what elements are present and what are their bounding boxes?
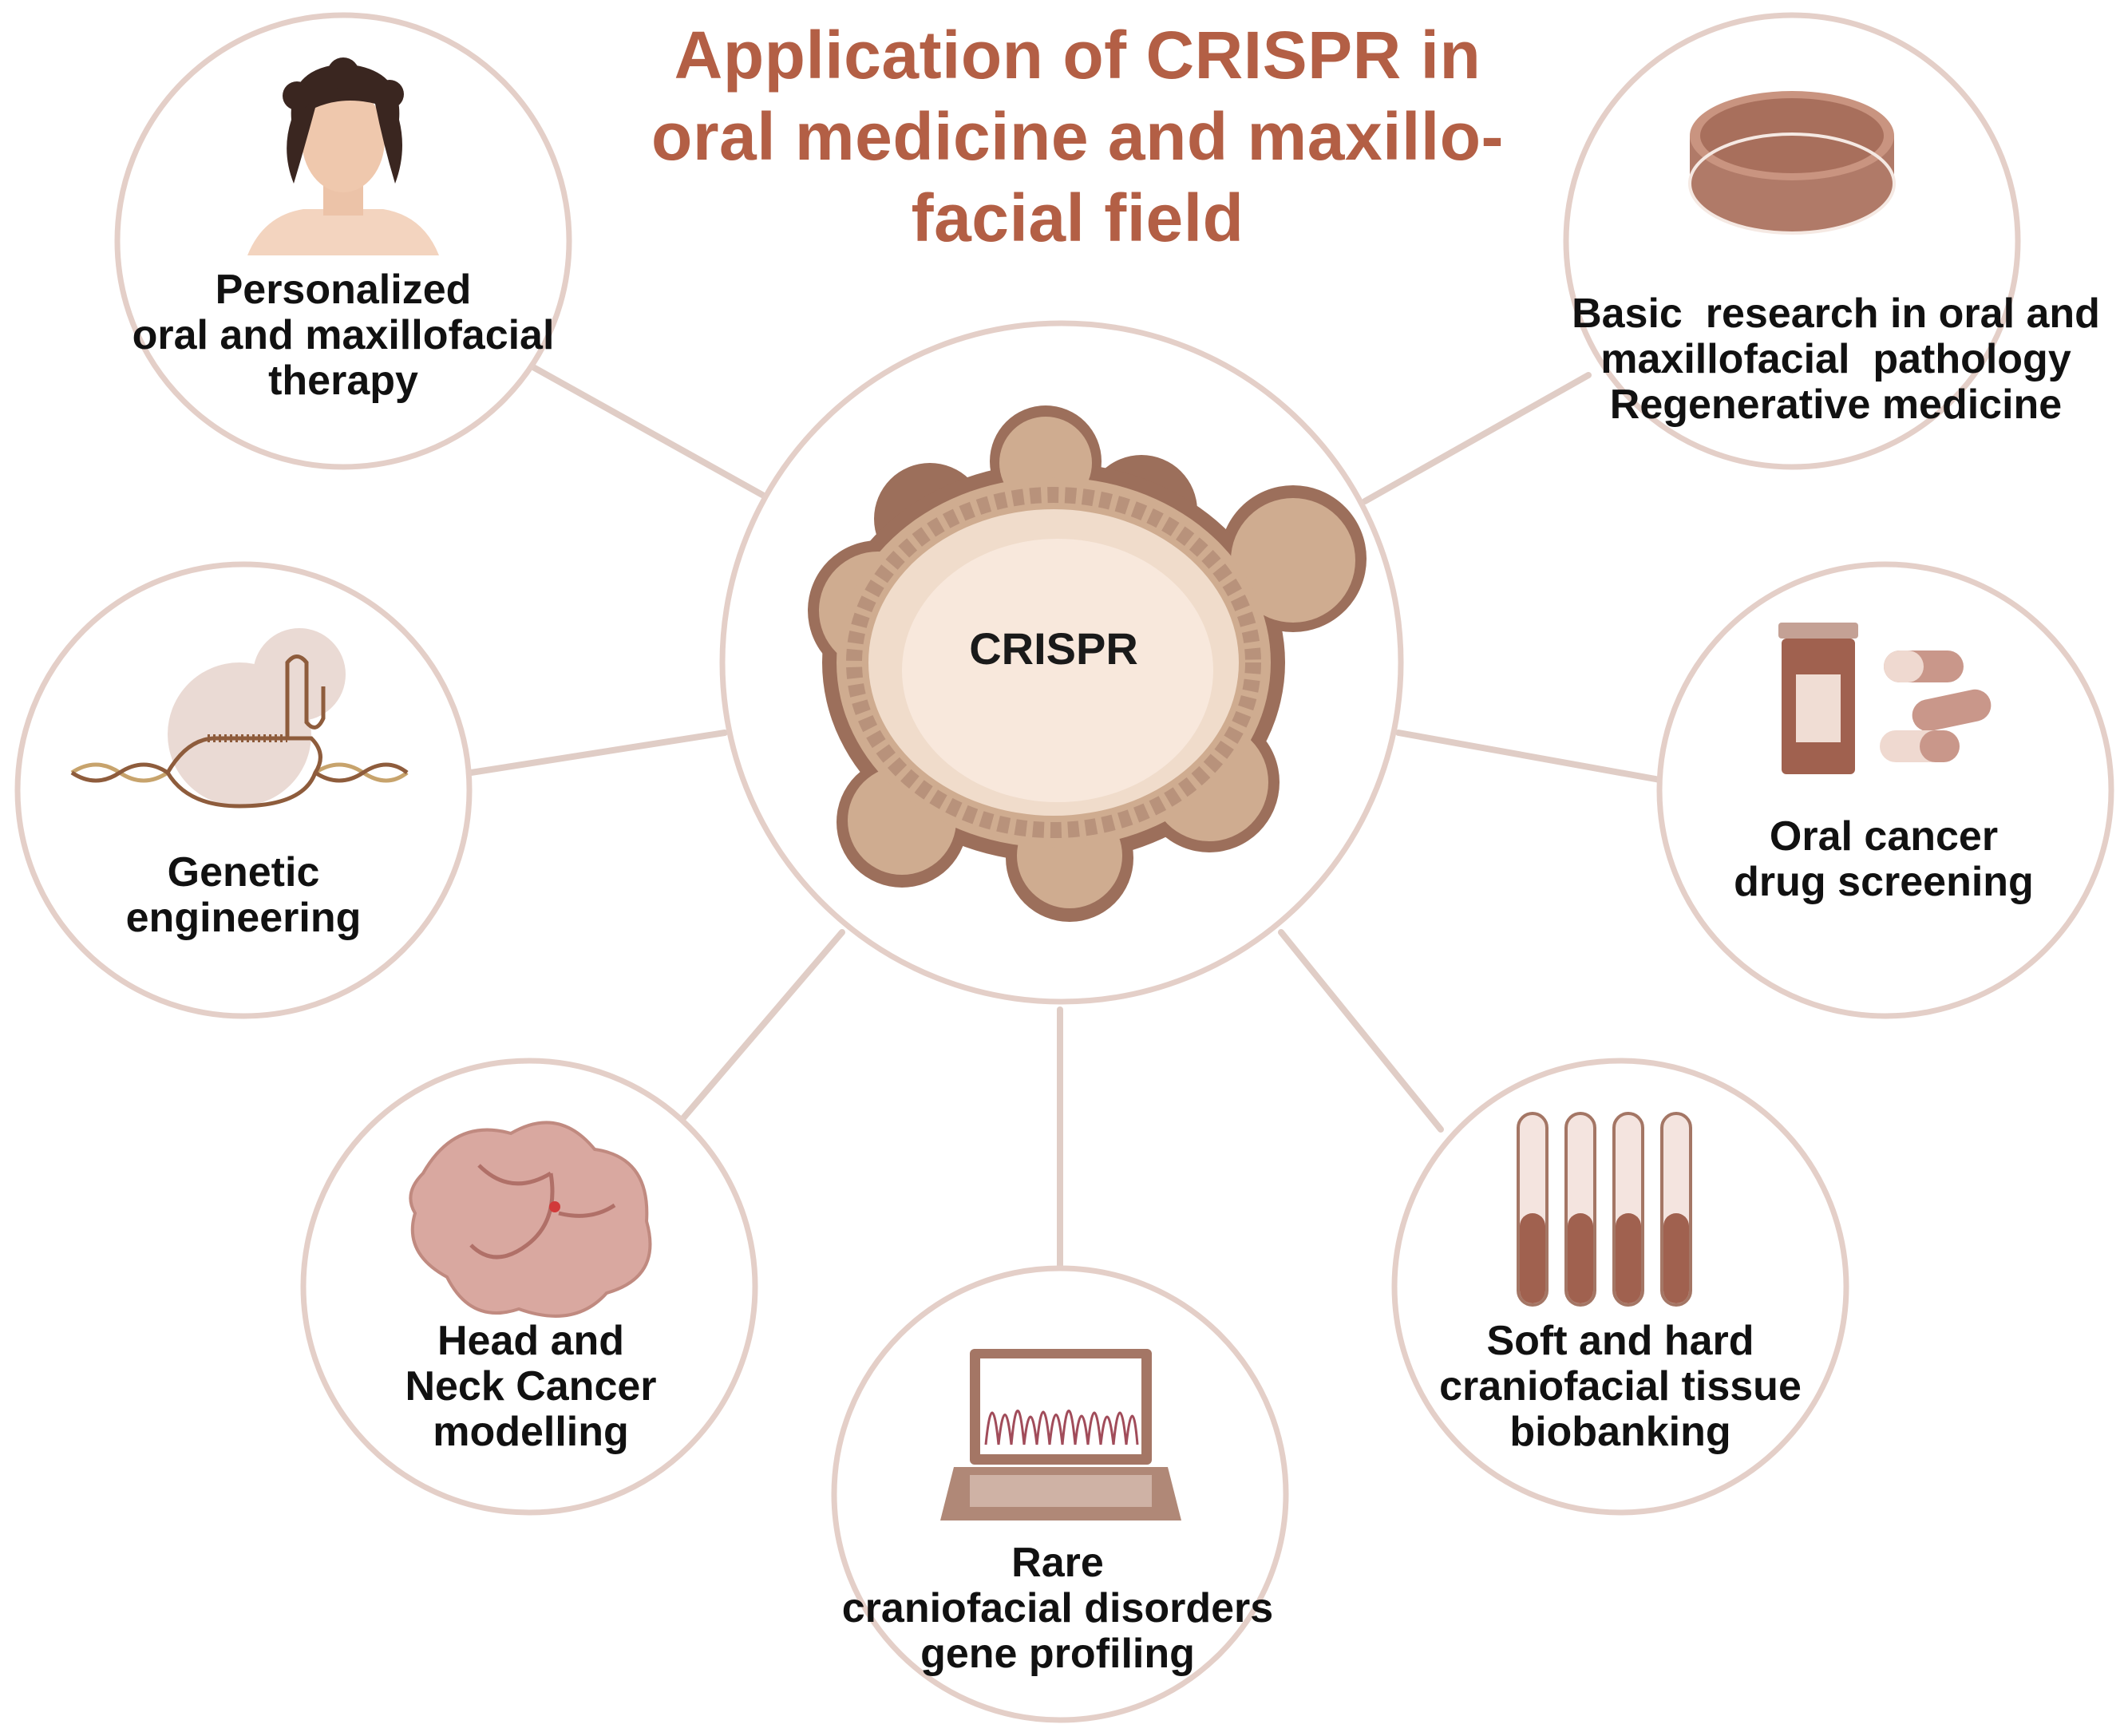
node-label-line: maxillofacial pathology <box>1600 336 2071 382</box>
node-label-rare-disorders: Rare craniofacial disorders gene profili… <box>830 1540 1285 1677</box>
node-label-line: engineering <box>125 895 362 941</box>
connector-genetic-engineering <box>468 730 728 776</box>
node-label-line: Rare <box>1011 1540 1104 1586</box>
node-label-head-neck: Head and Neck Cancer modelling <box>335 1319 726 1455</box>
node-circle-drug-screening <box>1656 561 2114 1019</box>
node-label-line: Genetic <box>167 849 320 896</box>
node-label-line: oral and maxillofacial <box>132 312 555 358</box>
pill-bottle-icon <box>1778 623 1992 774</box>
node-label-genetic-engineering: Genetic engineering <box>48 850 439 941</box>
title-line-2: oral medicine and maxillo- <box>651 99 1504 174</box>
connector-head-neck <box>679 929 845 1122</box>
title-line-3: facial field <box>911 180 1244 255</box>
node-label-biobanking: Soft and hard craniofacial tissue bioban… <box>1413 1319 1828 1455</box>
organoid-icon <box>808 405 1367 922</box>
node-label-line: Personalized <box>215 267 472 313</box>
node-label-line: craniofacial tissue <box>1439 1363 1802 1410</box>
connector-personalized <box>530 364 765 498</box>
petri-dish-icon <box>1688 91 1896 235</box>
dna-editing-icon <box>70 628 409 809</box>
tumor-tissue-icon <box>409 1121 652 1318</box>
node-label-line: craniofacial disorders <box>841 1585 1274 1631</box>
title-line-1: Application of CRISPR in <box>674 18 1481 93</box>
node-label-line: therapy <box>268 358 418 404</box>
node-label-line: Oral cancer <box>1769 813 1999 860</box>
node-label-line: Soft and hard <box>1486 1318 1754 1364</box>
node-label-line: Neck Cancer <box>405 1363 657 1410</box>
center-label: CRISPR <box>969 623 1138 674</box>
node-circle-basic-research <box>1563 12 2021 470</box>
node-label-line: Basic research in oral and <box>1572 291 2100 337</box>
node-label-basic-research: Basic research in oral and maxillofacial… <box>1549 291 2123 428</box>
test-tubes-icon <box>1517 1112 1692 1307</box>
connectors <box>468 364 1667 1271</box>
diagram-title: Application of CRISPR in oral medicine a… <box>519 14 1636 259</box>
node-label-line: Regenerative medicine <box>1609 382 2063 428</box>
node-label-line: modelling <box>433 1409 629 1455</box>
laptop-sequencing-icon <box>940 1349 1181 1520</box>
connector-basic-research <box>1362 372 1592 504</box>
node-label-line: gene profiling <box>920 1631 1195 1677</box>
node-label-line: biobanking <box>1509 1409 1731 1455</box>
connector-biobanking <box>1278 929 1444 1133</box>
node-label-line: Head and <box>437 1318 625 1364</box>
node-label-personalized: Personalized oral and maxillofacial ther… <box>104 267 583 404</box>
connector-drug-screening <box>1395 730 1667 784</box>
node-label-line: drug screening <box>1734 859 2034 905</box>
patient-portrait-icon <box>247 57 439 255</box>
node-label-drug-screening: Oral cancer drug screening <box>1684 814 2083 905</box>
